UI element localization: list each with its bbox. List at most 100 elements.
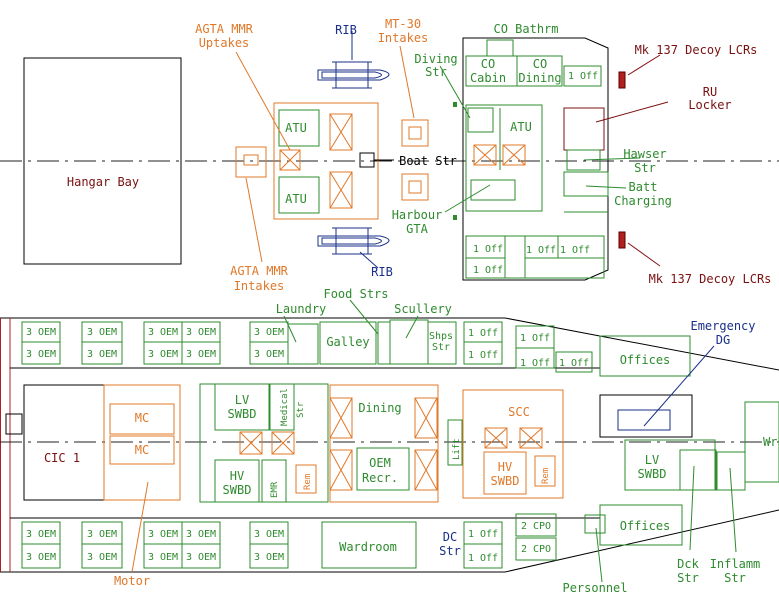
- svg-text:3 OEM: 3 OEM: [26, 552, 56, 563]
- svg-text:2 CPO: 2 CPO: [521, 544, 551, 555]
- svg-text:3 OEM: 3 OEM: [87, 349, 117, 360]
- svg-text:2 CPO: 2 CPO: [521, 521, 551, 532]
- svg-text:1 Off: 1 Off: [526, 245, 556, 256]
- label-mt30-1: MT-30: [385, 17, 421, 31]
- label-wardroom: Wardroom: [339, 540, 397, 554]
- label-shps-1: Shps: [429, 331, 453, 342]
- svg-text:3 OEM: 3 OEM: [26, 327, 56, 338]
- label-food-strs: Food Strs: [323, 287, 388, 301]
- motor-control-block: [103, 384, 181, 501]
- label-galley: Galley: [326, 335, 369, 349]
- lower-hull-bottom: [0, 509, 779, 573]
- label-diving-1: Diving: [414, 52, 457, 66]
- label-agta-intakes-1: AGTA MMR: [230, 264, 289, 278]
- svg-text:3 OEM: 3 OEM: [254, 327, 284, 338]
- svg-text:1 Off: 1 Off: [473, 244, 503, 255]
- lower-hull-top: [0, 317, 779, 371]
- label-inflamm-2: Str: [724, 571, 746, 585]
- label-harbour-1: Harbour: [392, 208, 443, 222]
- batt-charging-box: [563, 171, 609, 197]
- svg-text:3 OEM: 3 OEM: [148, 349, 178, 360]
- svg-text:3 OEM: 3 OEM: [87, 552, 117, 563]
- label-agta-uptakes-2: Uptakes: [199, 36, 250, 50]
- label-rem-1: Rem: [303, 474, 313, 490]
- label-ru-2: Locker: [688, 98, 731, 112]
- label-diving-2: Str: [425, 65, 447, 79]
- svg-text:3 OEM: 3 OEM: [148, 552, 178, 563]
- svg-text:3 OEM: 3 OEM: [26, 529, 56, 540]
- mt30-intake-bottom: [401, 173, 429, 201]
- svg-text:1 Off: 1 Off: [468, 529, 498, 540]
- label-emr: EMR: [270, 481, 280, 498]
- label-scc: SCC: [508, 405, 530, 419]
- label-scc-hv-2: SWBD: [491, 474, 520, 488]
- decoy-launcher-bottom: [618, 231, 626, 249]
- svg-text:3 OEM: 3 OEM: [26, 349, 56, 360]
- dining-oem-block: [329, 384, 439, 503]
- decoy-launcher-top: [618, 71, 626, 89]
- label-batt-1: Batt: [629, 180, 658, 194]
- label-mt30-2: Intakes: [378, 31, 429, 45]
- label-rem-2: Rem: [541, 468, 551, 484]
- svg-text:3 OEM: 3 OEM: [186, 327, 216, 338]
- svg-text:3 OEM: 3 OEM: [254, 552, 284, 563]
- label-dc-str-2: Str: [439, 544, 461, 558]
- one-officer-block: [465, 235, 605, 279]
- ru-locker-box: [563, 107, 605, 151]
- rib-top-icon: [317, 61, 390, 89]
- svg-text:1 Off: 1 Off: [473, 265, 503, 276]
- svg-text:1 Off: 1 Off: [559, 358, 589, 369]
- label-fwd-lv-1: LV: [645, 453, 659, 467]
- atu-box-bottom: [278, 176, 320, 214]
- scc-block: [462, 389, 564, 499]
- svg-text:3 OEM: 3 OEM: [148, 327, 178, 338]
- label-hv-swbd-1: HV: [230, 469, 244, 483]
- svg-text:3 OEM: 3 OEM: [186, 349, 216, 360]
- label-co-dining-2: Dining: [518, 71, 561, 85]
- label-motor: Motor: [114, 574, 150, 588]
- svg-text:3 OEM: 3 OEM: [87, 327, 117, 338]
- label-personnel: Personnel: [562, 581, 627, 592]
- rib-bottom-icon: [317, 227, 390, 255]
- mmr-block: [273, 102, 379, 220]
- svg-text:3 OEM: 3 OEM: [148, 529, 178, 540]
- svg-text:1 Off: 1 Off: [520, 333, 550, 344]
- label-scullery: Scullery: [394, 302, 452, 316]
- svg-text:3 OEM: 3 OEM: [186, 529, 216, 540]
- label-medical-str: Str: [296, 401, 306, 418]
- label-atu-3: ATU: [510, 120, 532, 134]
- label-emergency-1: Emergency: [690, 319, 755, 333]
- co-bathroom-box: [486, 39, 514, 57]
- label-lv-swbd-1: LV: [235, 393, 249, 407]
- label-lift: Lift: [452, 438, 462, 460]
- svg-text:3 OEM: 3 OEM: [254, 529, 284, 540]
- label-scc-hv-1: HV: [498, 460, 512, 474]
- label-cic: CIC 1: [44, 451, 80, 465]
- emergency-dg-block: [599, 394, 693, 438]
- label-hv-swbd-2: SWBD: [223, 483, 252, 497]
- hangar-bay: [23, 57, 182, 265]
- label-hangar-bay: Hangar Bay: [67, 175, 139, 189]
- label-ru-1: RU: [703, 85, 717, 99]
- label-boat-str: Boat Str: [399, 154, 457, 168]
- mt30-intake-top: [401, 119, 429, 147]
- hawser-box: [566, 149, 601, 171]
- label-dc-str-1: DC: [443, 530, 457, 544]
- label-laundry: Laundry: [276, 302, 327, 316]
- label-co-dining-1: CO: [533, 57, 547, 71]
- label-oem-recr-2: Recr.: [362, 471, 398, 485]
- label-co-cabin-2: Cabin: [470, 71, 506, 85]
- svg-text:1 Off: 1 Off: [520, 358, 550, 369]
- label-atu-2: ATU: [285, 192, 307, 206]
- label-medical: Medical: [280, 388, 290, 426]
- label-lv-swbd-2: SWBD: [228, 407, 257, 421]
- label-agta-intakes-2: Intakes: [234, 279, 285, 293]
- label-oem-recr-1: OEM: [369, 456, 391, 470]
- label-emergency-2: DG: [716, 333, 730, 347]
- label-decoy-bottom: Mk 137 Decoy LCRs: [649, 272, 772, 286]
- label-hawser-1: Hawser: [623, 147, 666, 161]
- svg-text:1 Off: 1 Off: [560, 245, 590, 256]
- label-offices-top: Offices: [620, 353, 671, 367]
- agta-intake-block: [235, 146, 267, 178]
